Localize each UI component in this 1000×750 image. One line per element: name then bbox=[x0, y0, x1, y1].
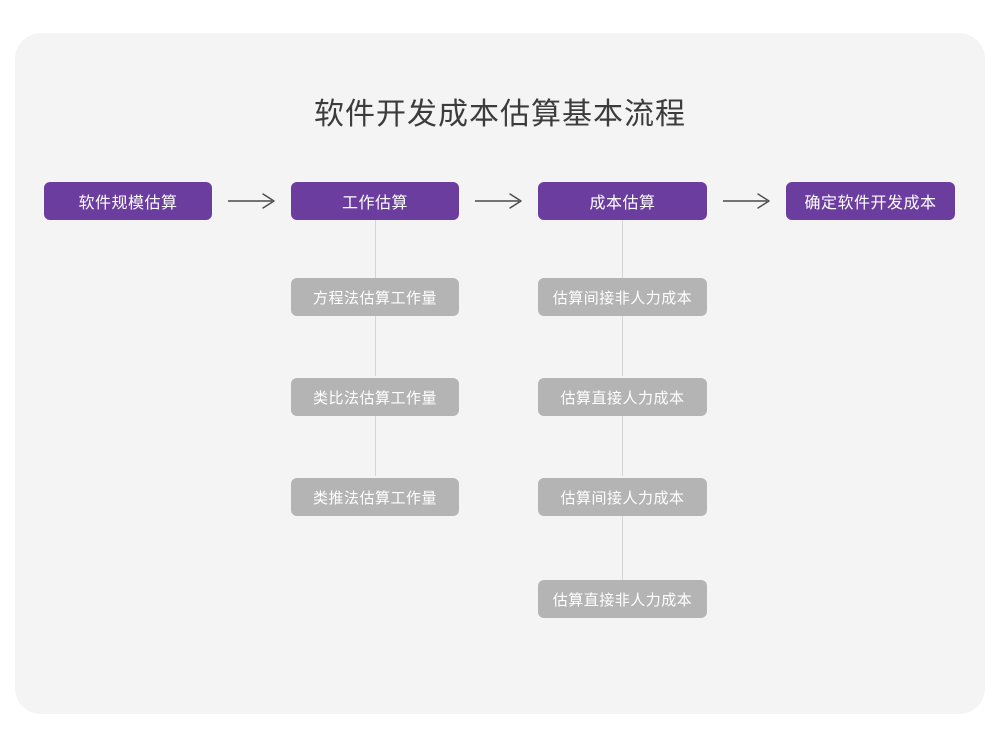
branch-node-analogous-inference-workload[interactable]: 类推法估算工作量 bbox=[291, 478, 459, 516]
branch-node-direct-nonlabor-cost[interactable]: 估算直接非人力成本 bbox=[538, 580, 707, 618]
page-title: 软件开发成本估算基本流程 bbox=[314, 98, 686, 131]
connector-work-2 bbox=[375, 316, 376, 376]
diagram-card-background bbox=[15, 33, 985, 714]
branch-node-equation-method-workload[interactable]: 方程法估算工作量 bbox=[291, 278, 459, 316]
arrow-scale-to-work-icon bbox=[228, 189, 278, 213]
branch-node-indirect-nonlabor-cost[interactable]: 估算间接非人力成本 bbox=[538, 278, 707, 316]
flow-node-software-scale-estimation[interactable]: 软件规模估算 bbox=[44, 182, 212, 220]
connector-work-3 bbox=[375, 416, 376, 476]
branch-node-analogy-method-workload[interactable]: 类比法估算工作量 bbox=[291, 378, 459, 416]
connector-work-1 bbox=[375, 220, 376, 278]
connector-cost-3 bbox=[622, 416, 623, 476]
arrow-work-to-cost-icon bbox=[475, 189, 525, 213]
flow-node-cost-estimation[interactable]: 成本估算 bbox=[538, 182, 707, 220]
flow-node-work-estimation[interactable]: 工作估算 bbox=[291, 182, 459, 220]
branch-node-indirect-labor-cost[interactable]: 估算间接人力成本 bbox=[538, 478, 707, 516]
connector-cost-1 bbox=[622, 220, 623, 278]
connector-cost-4 bbox=[622, 516, 623, 580]
branch-node-direct-labor-cost[interactable]: 估算直接人力成本 bbox=[538, 378, 707, 416]
connector-cost-2 bbox=[622, 316, 623, 376]
arrow-cost-to-determine-icon bbox=[723, 189, 773, 213]
flow-node-determine-development-cost[interactable]: 确定软件开发成本 bbox=[786, 182, 955, 220]
